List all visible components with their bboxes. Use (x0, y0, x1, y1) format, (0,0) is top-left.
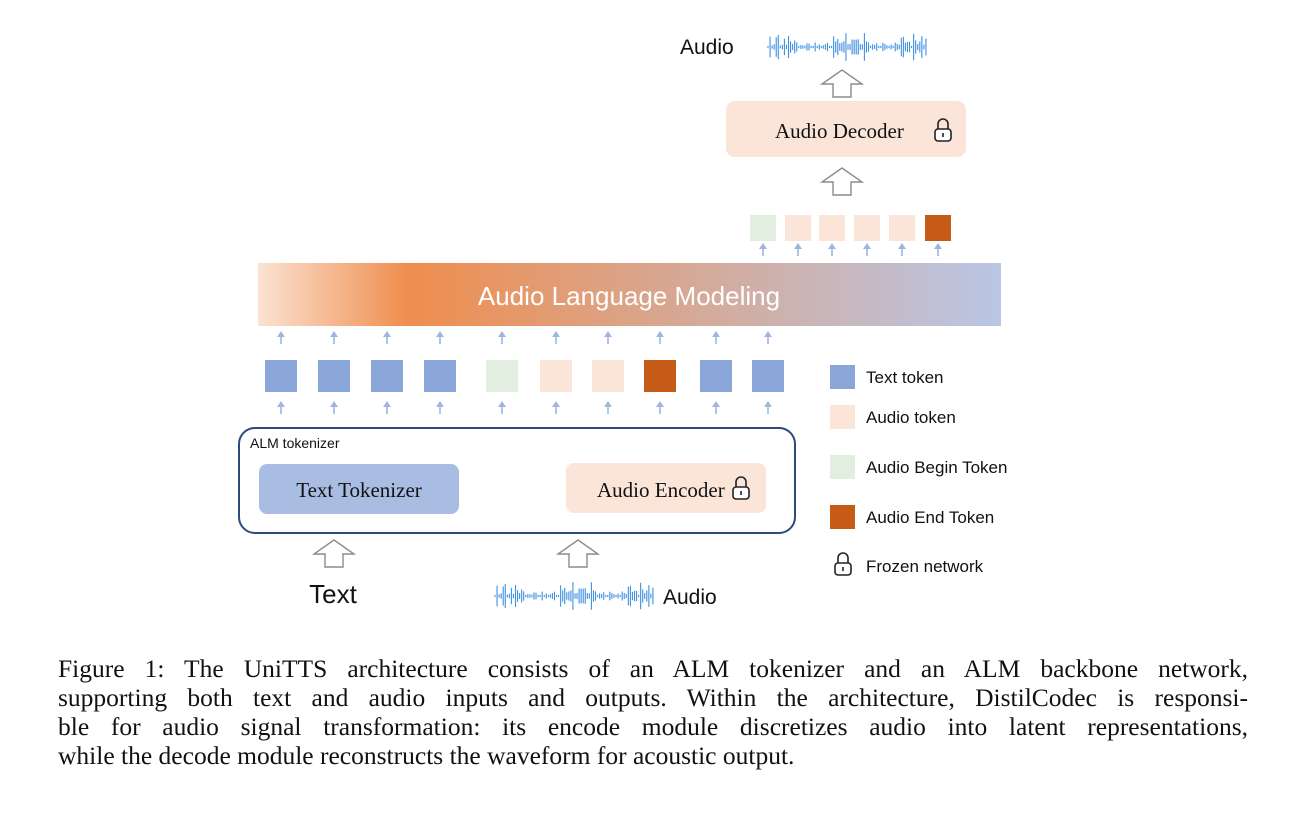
caption-line: Figure 1: The UniTTS architecture consis… (58, 654, 1248, 683)
alm-tokenizer-label: ALM tokenizer (250, 435, 340, 451)
caption-line: while the decode module reconstructs the… (58, 741, 795, 770)
hollow-up-arrow-icon (819, 69, 865, 98)
small-up-arrow-icon (934, 243, 942, 256)
text-tokenizer-label: Text Tokenizer (296, 478, 422, 502)
legend-swatch-audio-end-token (830, 505, 855, 529)
input-token-audio-begin-token (486, 360, 518, 392)
legend-label: Audio End Token (866, 508, 994, 527)
input-text-label: Text (309, 579, 357, 609)
small-up-arrow-icon (383, 401, 391, 414)
output-token-audio-token (785, 215, 811, 241)
small-up-arrow-icon (552, 331, 560, 344)
lock-icon (732, 476, 750, 500)
hollow-up-arrow-icon (311, 539, 357, 568)
output-token-audio-begin-token (750, 215, 776, 241)
architecture-diagram: Audio Audio Decoder Audio Language Model… (238, 33, 1007, 610)
small-up-arrow-icon (498, 401, 506, 414)
input-waveform-icon (494, 582, 654, 610)
small-up-arrow-icon (898, 243, 906, 256)
output-token-audio-end-token (925, 215, 951, 241)
input-token-audio-end-token (644, 360, 676, 392)
hollow-up-arrow-icon (555, 539, 601, 568)
figure-caption: Figure 1: The UniTTS architecture consis… (58, 654, 1248, 770)
small-up-arrow-icon (828, 243, 836, 256)
small-up-arrow-icon (277, 331, 285, 344)
input-token-text-token (700, 360, 732, 392)
output-token-audio-token (854, 215, 880, 241)
output-waveform-icon (767, 33, 927, 61)
small-up-arrow-icon (712, 401, 720, 414)
input-token-text-token (318, 360, 350, 392)
legend-label: Audio token (866, 408, 956, 427)
legend-label: Audio Begin Token (866, 458, 1007, 477)
input-token-audio-token (592, 360, 624, 392)
input-token-audio-token (540, 360, 572, 392)
lock-icon (934, 118, 952, 142)
small-up-arrow-icon (330, 401, 338, 414)
small-up-arrow-icon (764, 401, 772, 414)
audio-language-modeling-bar (258, 263, 1001, 326)
text-tokenizer-box (259, 464, 459, 514)
small-up-arrow-icon (863, 243, 871, 256)
audio-encoder-label: Audio Encoder (597, 478, 725, 502)
input-token-text-token (371, 360, 403, 392)
small-up-arrow-icon (604, 331, 612, 344)
audio-decoder-label: Audio Decoder (775, 119, 904, 143)
input-token-row (265, 331, 784, 414)
audio-language-modeling-label: Audio Language Modeling (478, 281, 780, 311)
small-up-arrow-icon (656, 401, 664, 414)
small-up-arrow-icon (552, 401, 560, 414)
small-up-arrow-icon (498, 331, 506, 344)
small-up-arrow-icon (712, 331, 720, 344)
legend-label: Frozen network (866, 557, 984, 576)
caption-line: ble for audio signal transformation: its… (58, 712, 1248, 741)
small-up-arrow-icon (764, 331, 772, 344)
small-up-arrow-icon (277, 401, 285, 414)
input-token-text-token (752, 360, 784, 392)
audio-decoder-box (726, 101, 966, 157)
legend-label: Text token (866, 368, 944, 387)
input-token-text-token (265, 360, 297, 392)
small-up-arrow-icon (794, 243, 802, 256)
small-up-arrow-icon (436, 331, 444, 344)
caption-line: supporting both text and audio inputs an… (58, 683, 1248, 712)
hollow-up-arrow-icon (819, 167, 865, 196)
small-up-arrow-icon (436, 401, 444, 414)
small-up-arrow-icon (383, 331, 391, 344)
legend-swatch-audio-token (830, 405, 855, 429)
small-up-arrow-icon (330, 331, 338, 344)
output-token-row (750, 215, 951, 256)
audio-encoder-box (566, 463, 766, 513)
output-audio-label: Audio (680, 36, 734, 59)
small-up-arrow-icon (759, 243, 767, 256)
small-up-arrow-icon (656, 331, 664, 344)
output-token-audio-token (819, 215, 845, 241)
alm-tokenizer-box (238, 427, 796, 534)
legend-swatch-audio-begin-token (830, 455, 855, 479)
legend-swatch-text-token (830, 365, 855, 389)
output-token-audio-token (889, 215, 915, 241)
input-token-text-token (424, 360, 456, 392)
small-up-arrow-icon (604, 401, 612, 414)
input-audio-label: Audio (663, 586, 717, 609)
lock-icon (834, 552, 852, 576)
